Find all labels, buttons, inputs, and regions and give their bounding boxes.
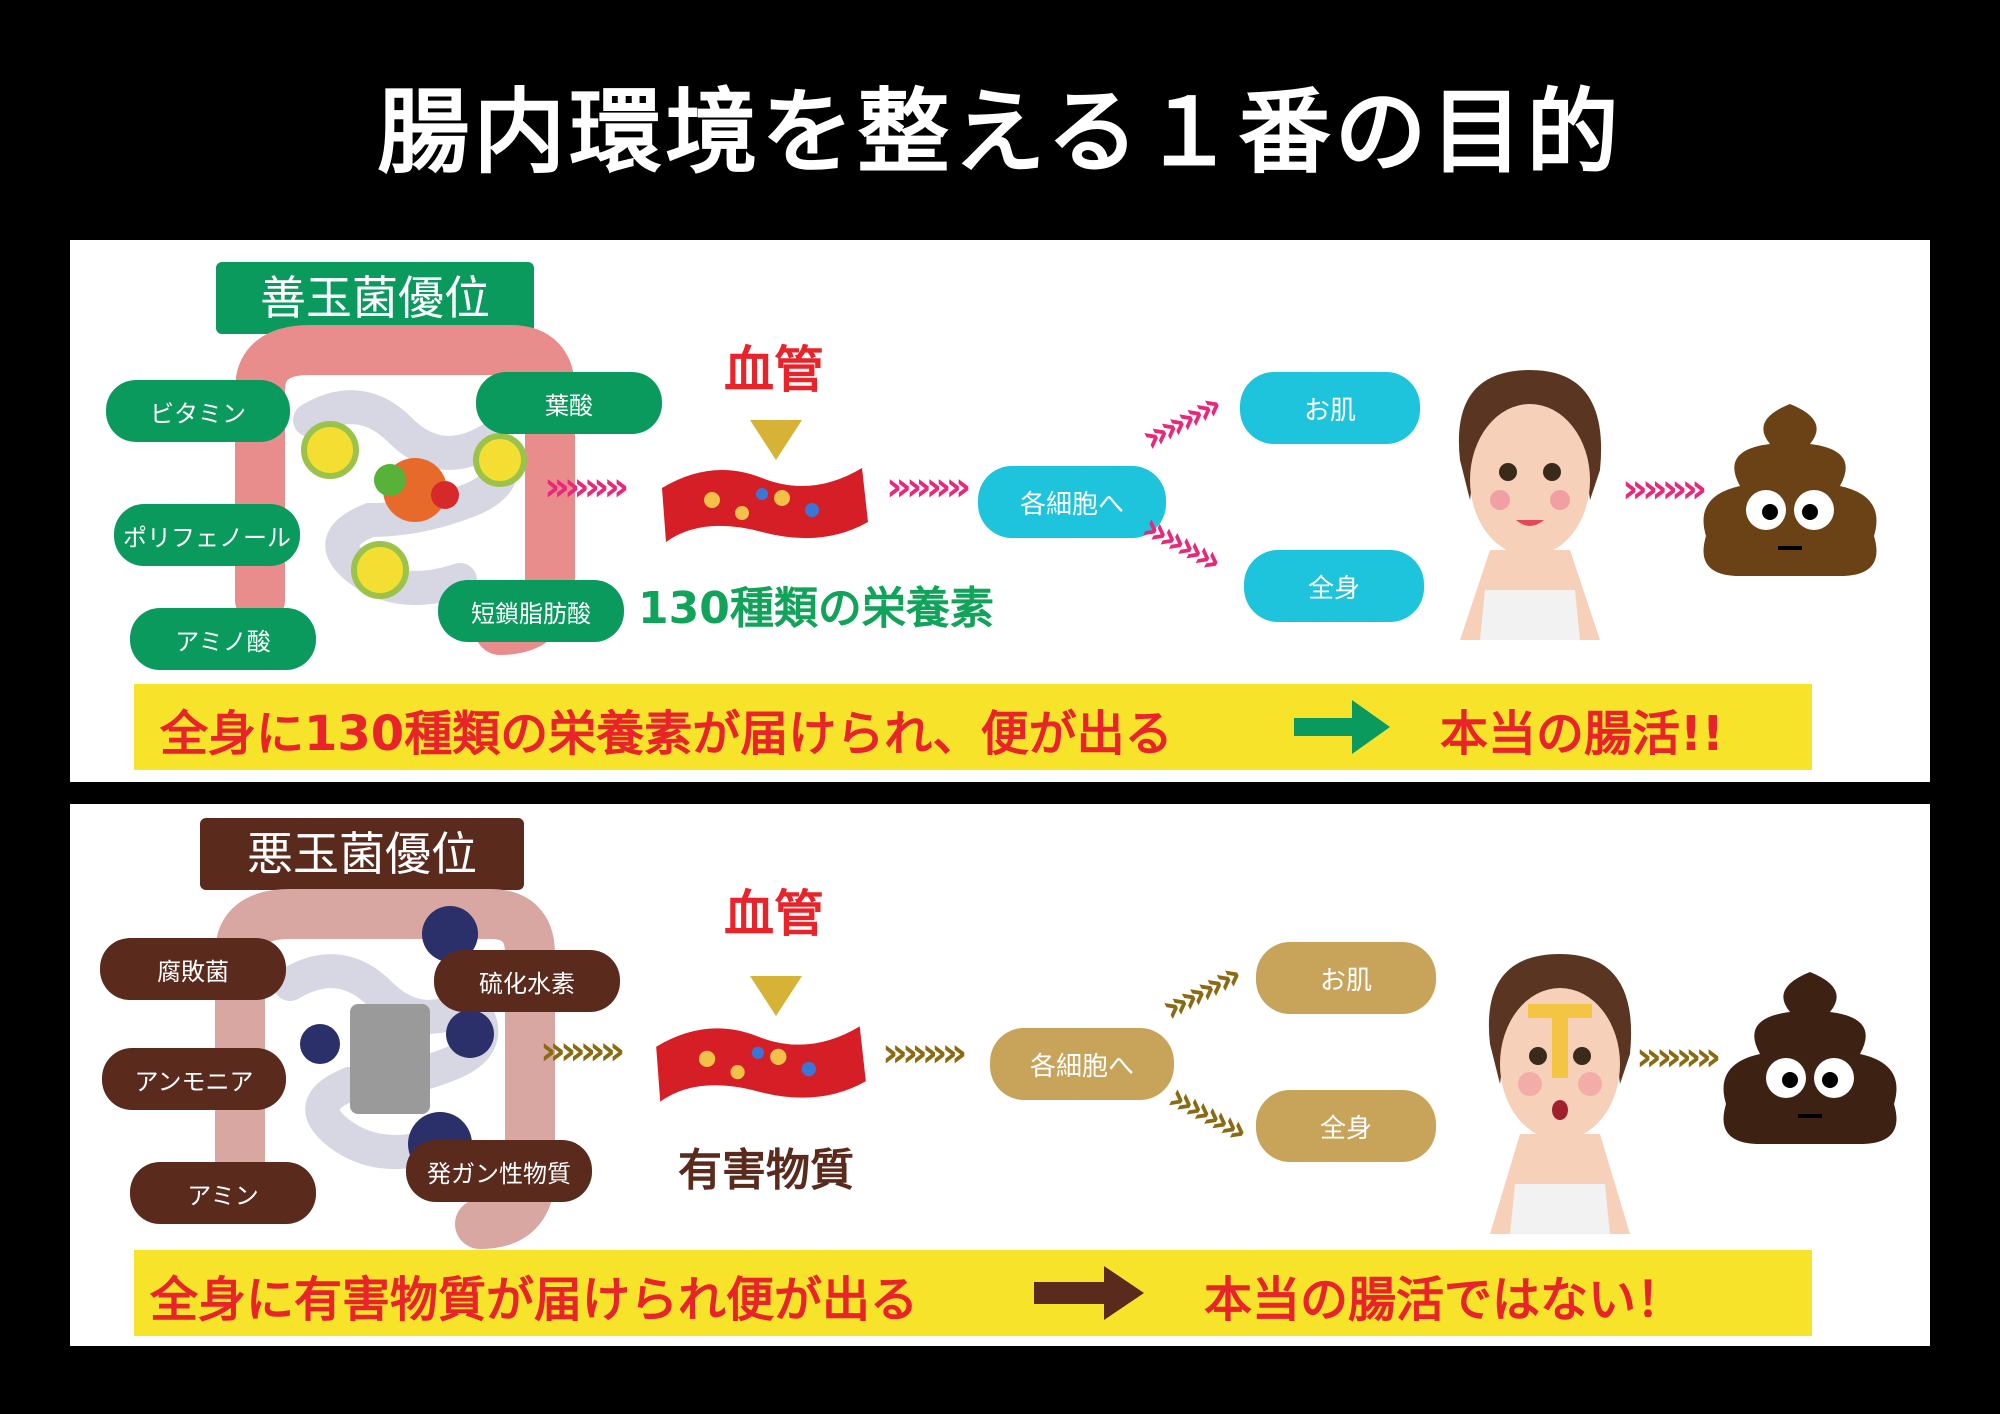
banner-left-text: 全身に有害物質が届けられ便が出る <box>150 1272 919 1328</box>
chevron-arrow-icon: »»»» <box>1622 466 1707 512</box>
nutrient-vitamin: ビタミン <box>106 380 290 442</box>
substance-hydrogen-sulfide: 硫化水素 <box>434 950 620 1012</box>
cells-pill: 各細胞へ <box>990 1028 1174 1100</box>
cells-pill: 各細胞へ <box>978 466 1166 538</box>
chevron-arrow-icon: »»»» <box>544 464 629 510</box>
substance-amine: アミン <box>130 1162 316 1224</box>
banner-right-text: 本当の腸活!! <box>1440 706 1724 762</box>
chevron-arrow-icon: »»»» <box>1636 1034 1721 1080</box>
chevron-arrow-icon: »»»» <box>1159 1074 1252 1152</box>
substance-ammonia: アンモニア <box>102 1048 286 1110</box>
chevron-arrow-icon: »»»» <box>886 464 971 510</box>
nutrient-folic-acid: 葉酸 <box>476 372 662 434</box>
poop-icon <box>1703 404 1877 576</box>
vessel-caption: 130種類の栄養素 <box>638 583 994 634</box>
banner-right-text: 本当の腸活ではない！ <box>1204 1272 1685 1328</box>
good-bacteria-panel: 善玉菌優位 ビタミン ポリフェノール アミノ酸 葉酸 短鎖脂肪酸 »»»» 血管… <box>70 240 1930 782</box>
substance-putrefactive-bacteria: 腐敗菌 <box>100 938 286 1000</box>
whole-body-pill: 全身 <box>1244 550 1424 622</box>
bad-summary-banner: 全身に有害物質が届けられ便が出る 本当の腸活ではない！ <box>134 1250 1812 1336</box>
nutrient-amino-acid: アミノ酸 <box>130 608 316 670</box>
substance-carcinogen: 発ガン性物質 <box>406 1140 592 1202</box>
vessel-label: 血管 <box>724 885 824 943</box>
poop-icon <box>1723 972 1897 1144</box>
bad-bacteria-panel: 悪玉菌優位 腐敗菌 アンモニア アミン 硫化水素 発ガン性物質 »»»» 血管 … <box>70 804 1930 1346</box>
chevron-arrow-icon: »»»» <box>1133 384 1226 462</box>
down-triangle-icon <box>750 976 802 1016</box>
blood-vessel-icon <box>656 1026 866 1102</box>
woman-face-illustration <box>1488 954 1632 1234</box>
down-triangle-icon <box>750 420 802 460</box>
page-title: 腸内環境を整える１番の目的 <box>377 79 1623 186</box>
banner-left-text: 全身に130種類の栄養素が届けられ、便が出る <box>160 706 1173 762</box>
good-bacteria-header: 善玉菌優位 <box>216 262 534 334</box>
bad-bacteria-header: 悪玉菌優位 <box>200 818 524 890</box>
right-arrow-icon <box>1034 1266 1144 1320</box>
chevron-arrow-icon: »»»» <box>540 1028 625 1074</box>
skin-pill: お肌 <box>1240 372 1420 444</box>
good-summary-banner: 全身に130種類の栄養素が届けられ、便が出る 本当の腸活!! <box>134 684 1812 770</box>
woman-face-illustration <box>1458 370 1602 640</box>
chevron-arrow-icon: »»»» <box>882 1030 967 1076</box>
nutrient-polyphenol: ポリフェノール <box>114 504 300 566</box>
chevron-arrow-icon: »»»» <box>1153 954 1246 1032</box>
skin-pill: お肌 <box>1256 942 1436 1014</box>
nutrient-short-chain-fatty-acid: 短鎖脂肪酸 <box>438 580 624 642</box>
vessel-caption: 有害物質 <box>678 1145 854 1196</box>
whole-body-pill: 全身 <box>1256 1090 1436 1162</box>
right-arrow-icon <box>1294 700 1390 754</box>
blood-vessel-icon <box>662 468 868 542</box>
vessel-label: 血管 <box>724 341 824 399</box>
